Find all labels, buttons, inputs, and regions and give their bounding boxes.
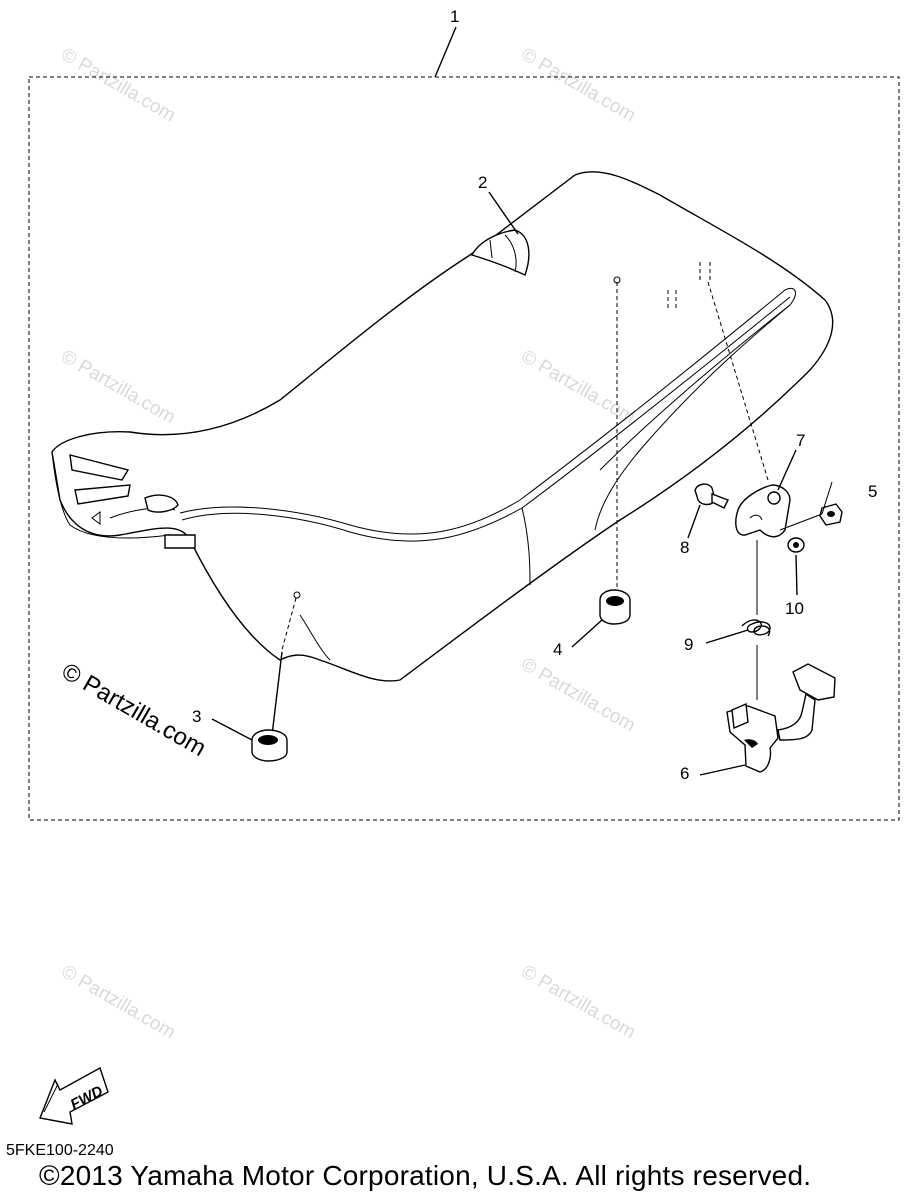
callout-labels: 1 2 3 4 5 6 7 8 9 10 (192, 7, 877, 783)
callout-2: 2 (478, 173, 487, 192)
callout-7: 7 (796, 431, 805, 450)
leader-lines (211, 191, 798, 776)
watermark: © Partzilla.com (58, 44, 179, 126)
seat-latch-6 (726, 663, 836, 773)
callout-5: 5 (868, 482, 877, 501)
watermark: © Partzilla.com (58, 961, 179, 1043)
copyright-notice: ©2013 Yamaha Motor Corporation, U.S.A. A… (39, 1160, 812, 1191)
watermarks: © Partzilla.com © Partzilla.com © Partzi… (57, 44, 639, 1043)
watermark: © Partzilla.com (518, 654, 639, 736)
watermark-prominent: © Partzilla.com (57, 658, 211, 762)
callout-9: 9 (684, 635, 693, 654)
watermark: © Partzilla.com (518, 346, 639, 428)
spring-9 (741, 540, 771, 700)
drawing-code: 5FKE100-2240 (6, 1142, 114, 1159)
seat-assembly (51, 171, 834, 682)
callout-3: 3 (192, 707, 201, 726)
watermark: © Partzilla.com (518, 961, 639, 1043)
watermark: © Partzilla.com (58, 346, 179, 428)
callout-10: 10 (785, 599, 804, 618)
callout-6: 6 (680, 764, 689, 783)
callout-4: 4 (553, 640, 562, 659)
watermark: © Partzilla.com (518, 44, 639, 126)
leader-line-1 (434, 26, 457, 78)
assembly-frame (28, 76, 900, 821)
callout-1: 1 (450, 7, 459, 26)
callout-8: 8 (680, 538, 689, 557)
damper-4 (599, 589, 631, 625)
damper-3 (251, 651, 288, 762)
hinge-bracket-group (694, 481, 843, 553)
forward-arrow-icon: FWD (39, 1066, 109, 1125)
